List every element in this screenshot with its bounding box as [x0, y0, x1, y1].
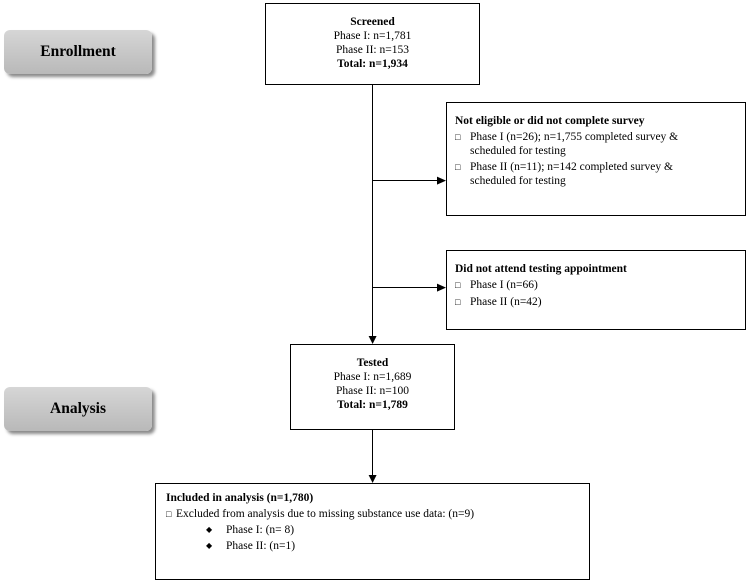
- not-eligible-item-line1: Phase I (n=26); n=1,755 completed survey…: [470, 131, 679, 143]
- did-not-attend-title: Did not attend testing appointment: [455, 263, 627, 275]
- not-eligible-item-line2: scheduled for testing: [470, 175, 566, 187]
- did-not-attend-box: Did not attend testing appointment □ Pha…: [446, 250, 746, 330]
- sub-item-text: Phase II: (n=1): [226, 540, 296, 552]
- checkbox-bullet-icon: □: [455, 280, 461, 290]
- stage-enrollment: Enrollment: [4, 30, 152, 74]
- included-title: Included in analysis (n=1,780): [166, 492, 314, 504]
- checkbox-bullet-icon: □: [455, 297, 461, 307]
- not-eligible-item: □ Phase I (n=26); n=1,755 completed surv…: [455, 130, 737, 158]
- connector-to-did-not-attend: [372, 287, 440, 289]
- included-box: Included in analysis (n=1,780) □ Exclude…: [155, 483, 590, 580]
- checkbox-bullet-icon: □: [455, 162, 461, 172]
- tested-phase1: Phase I: n=1,689: [333, 371, 412, 383]
- not-eligible-item-line2: scheduled for testing: [470, 145, 566, 157]
- screened-phase2: Phase II: n=153: [336, 44, 409, 56]
- excluded-item: □ Excluded from analysis due to missing …: [166, 507, 581, 521]
- stage-analysis-label: Analysis: [50, 400, 106, 417]
- not-eligible-item-text: Phase II (n=11); n=142 completed survey …: [470, 160, 673, 188]
- stage-enrollment-label: Enrollment: [40, 43, 116, 60]
- tested-total: Total: n=1,789: [337, 399, 408, 411]
- not-eligible-item-line1: Phase II (n=11); n=142 completed survey …: [470, 161, 673, 173]
- did-not-attend-item: □ Phase I (n=66): [455, 278, 737, 292]
- checkbox-bullet-icon: □: [166, 509, 172, 519]
- connector-to-not-eligible: [372, 180, 440, 182]
- diamond-bullet-icon: ◆: [206, 525, 213, 534]
- connector-tested-to-included: [372, 430, 374, 476]
- not-eligible-box: Not eligible or did not complete survey …: [446, 102, 746, 216]
- tested-title: Tested: [356, 357, 389, 369]
- did-not-attend-item: □ Phase II (n=42): [455, 295, 737, 309]
- did-not-attend-item-text: Phase II (n=42): [470, 296, 542, 308]
- did-not-attend-item-text: Phase I (n=66): [470, 279, 538, 291]
- sub-item: ◆ Phase II: (n=1): [166, 539, 581, 553]
- stage-analysis: Analysis: [4, 387, 152, 431]
- arrowhead-to-tested: [368, 336, 377, 344]
- screened-title: Screened: [350, 16, 395, 28]
- screened-phase1: Phase I: n=1,781: [333, 30, 412, 42]
- checkbox-bullet-icon: □: [455, 132, 461, 142]
- screened-box: Screened Phase I: n=1,781 Phase II: n=15…: [265, 3, 480, 85]
- arrowhead-to-not-eligible: [437, 176, 446, 185]
- sub-item-text: Phase I: (n= 8): [226, 524, 295, 536]
- arrowhead-to-included: [368, 475, 377, 483]
- not-eligible-item-text: Phase I (n=26); n=1,755 completed survey…: [470, 130, 678, 158]
- connector-main-vertical: [372, 85, 374, 341]
- diamond-bullet-icon: ◆: [206, 541, 213, 550]
- tested-phase2: Phase II: n=100: [336, 385, 409, 397]
- excluded-item-text: Excluded from analysis due to missing su…: [176, 508, 475, 520]
- sub-item: ◆ Phase I: (n= 8): [166, 523, 581, 537]
- tested-box: Tested Phase I: n=1,689 Phase II: n=100 …: [290, 344, 455, 430]
- not-eligible-item: □ Phase II (n=11); n=142 completed surve…: [455, 160, 737, 188]
- arrowhead-to-did-not-attend: [437, 283, 446, 292]
- screened-total: Total: n=1,934: [337, 58, 408, 70]
- not-eligible-title: Not eligible or did not complete survey: [455, 115, 645, 127]
